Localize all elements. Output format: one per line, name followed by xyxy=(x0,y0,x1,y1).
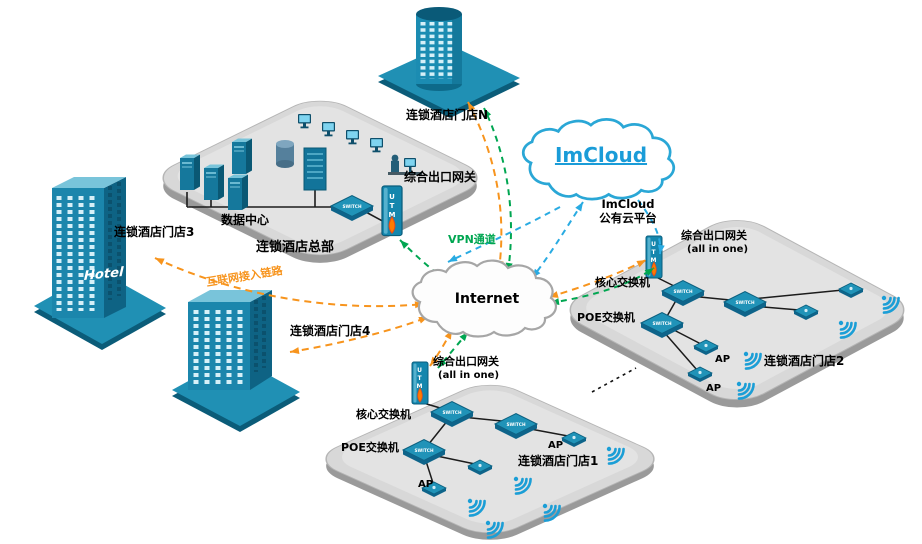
hq-server-4 xyxy=(232,138,252,174)
store1-name-label: 连锁酒店门店1 xyxy=(518,454,599,468)
cloud-link-imcloud-hq xyxy=(447,206,561,263)
store2-ap-label-2: AP xyxy=(706,383,722,394)
store2-network xyxy=(640,235,903,403)
imcloud-cloud xyxy=(521,118,676,201)
hq-server-1 xyxy=(180,154,200,190)
internet-label: Internet xyxy=(454,291,520,307)
hq-datacenter-label: 数据中心 xyxy=(221,213,270,227)
storeN-label: 连锁酒店门店N xyxy=(406,108,489,122)
store2-name-label: 连锁酒店门店2 xyxy=(764,354,845,368)
store3-building xyxy=(34,177,166,350)
vpn-internet-storeN xyxy=(483,107,513,273)
vpn-tunnel-label: VPN通道 xyxy=(448,233,496,246)
hq-datacenter xyxy=(180,114,422,237)
cloud-link-imcloud-store2 xyxy=(637,199,665,255)
store2-ap-label-1: AP xyxy=(715,354,731,365)
hq-rack xyxy=(303,147,327,191)
hq-server-2 xyxy=(204,164,224,200)
store2-gateway-mode-label: (all in one) xyxy=(687,244,749,255)
store1-utm-text: UTM xyxy=(416,367,423,391)
store4-label: 连锁酒店门店4 xyxy=(290,324,371,338)
store1-network xyxy=(402,361,628,542)
store2-core-switch-label: 核心交换机 xyxy=(595,276,650,289)
storeN-building xyxy=(378,7,520,118)
hq-name-label: 连锁酒店总部 xyxy=(256,240,335,255)
store2-gateway-label: 综合出口网关 xyxy=(681,229,747,242)
store2-utm-text: UTM xyxy=(650,241,657,265)
hq-utm-text: UTM xyxy=(388,193,396,220)
store1-cabling xyxy=(419,401,569,484)
store2-poe-switch-label: POE交换机 xyxy=(577,311,635,324)
imcloud-caption-line1: ImCloud xyxy=(601,197,655,211)
hq-cabling xyxy=(186,190,389,225)
hq-database-cylinder xyxy=(276,140,294,168)
store1-core-switch-label: 核心交换机 xyxy=(356,408,411,421)
store1-gateway-mode-label: (all in one) xyxy=(438,370,500,381)
store1-ap-label-1: AP xyxy=(548,440,564,451)
hq-gateway-label: 综合出口网关 xyxy=(404,170,477,184)
store2-cabling xyxy=(653,275,844,371)
hq-server-3 xyxy=(228,174,248,210)
store1-gateway-label: 综合出口网关 xyxy=(433,355,499,368)
store4-building xyxy=(172,290,300,432)
store1-ap-label-2: AP xyxy=(418,479,434,490)
store3-label: 连锁酒店门店3 xyxy=(114,225,195,239)
internet-cloud xyxy=(411,259,558,338)
link-store2-store1 xyxy=(591,367,637,393)
imcloud-title: ImCloud xyxy=(554,143,648,167)
imcloud-caption-line2: 公有云平台 xyxy=(599,211,657,225)
store1-poe-switch-label: POE交换机 xyxy=(341,441,399,454)
